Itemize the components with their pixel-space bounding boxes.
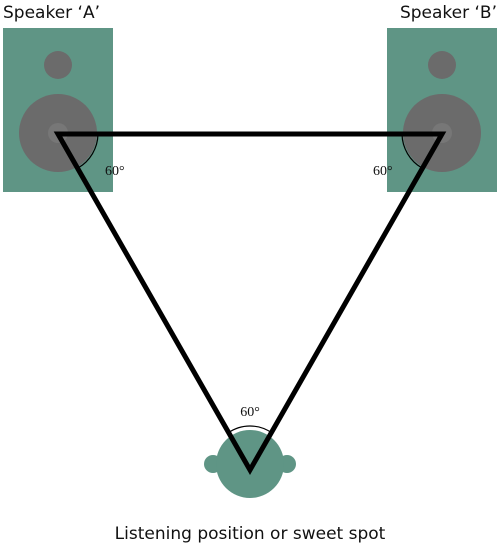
angle-label-right: 60°: [373, 164, 393, 179]
angle-arc-right: [401, 133, 423, 169]
speaker-a-label: Speaker ‘A’: [3, 3, 100, 23]
speaker-a-tweeter: [44, 51, 72, 79]
listener-face: [216, 430, 284, 498]
angle-arc-left: [77, 133, 99, 169]
speaker-b-label: Speaker ‘B’: [400, 3, 497, 23]
caption: Listening position or sweet spot: [115, 524, 386, 544]
angle-label-left: 60°: [105, 164, 125, 179]
speaker-b: [387, 28, 497, 192]
speaker-a: [3, 28, 113, 192]
angle-arc-listener: [227, 425, 273, 434]
listener-head: [204, 430, 296, 498]
speaker-b-tweeter: [428, 51, 456, 79]
angle-label-listener: 60°: [240, 405, 260, 420]
listening-triangle: [53, 131, 447, 476]
